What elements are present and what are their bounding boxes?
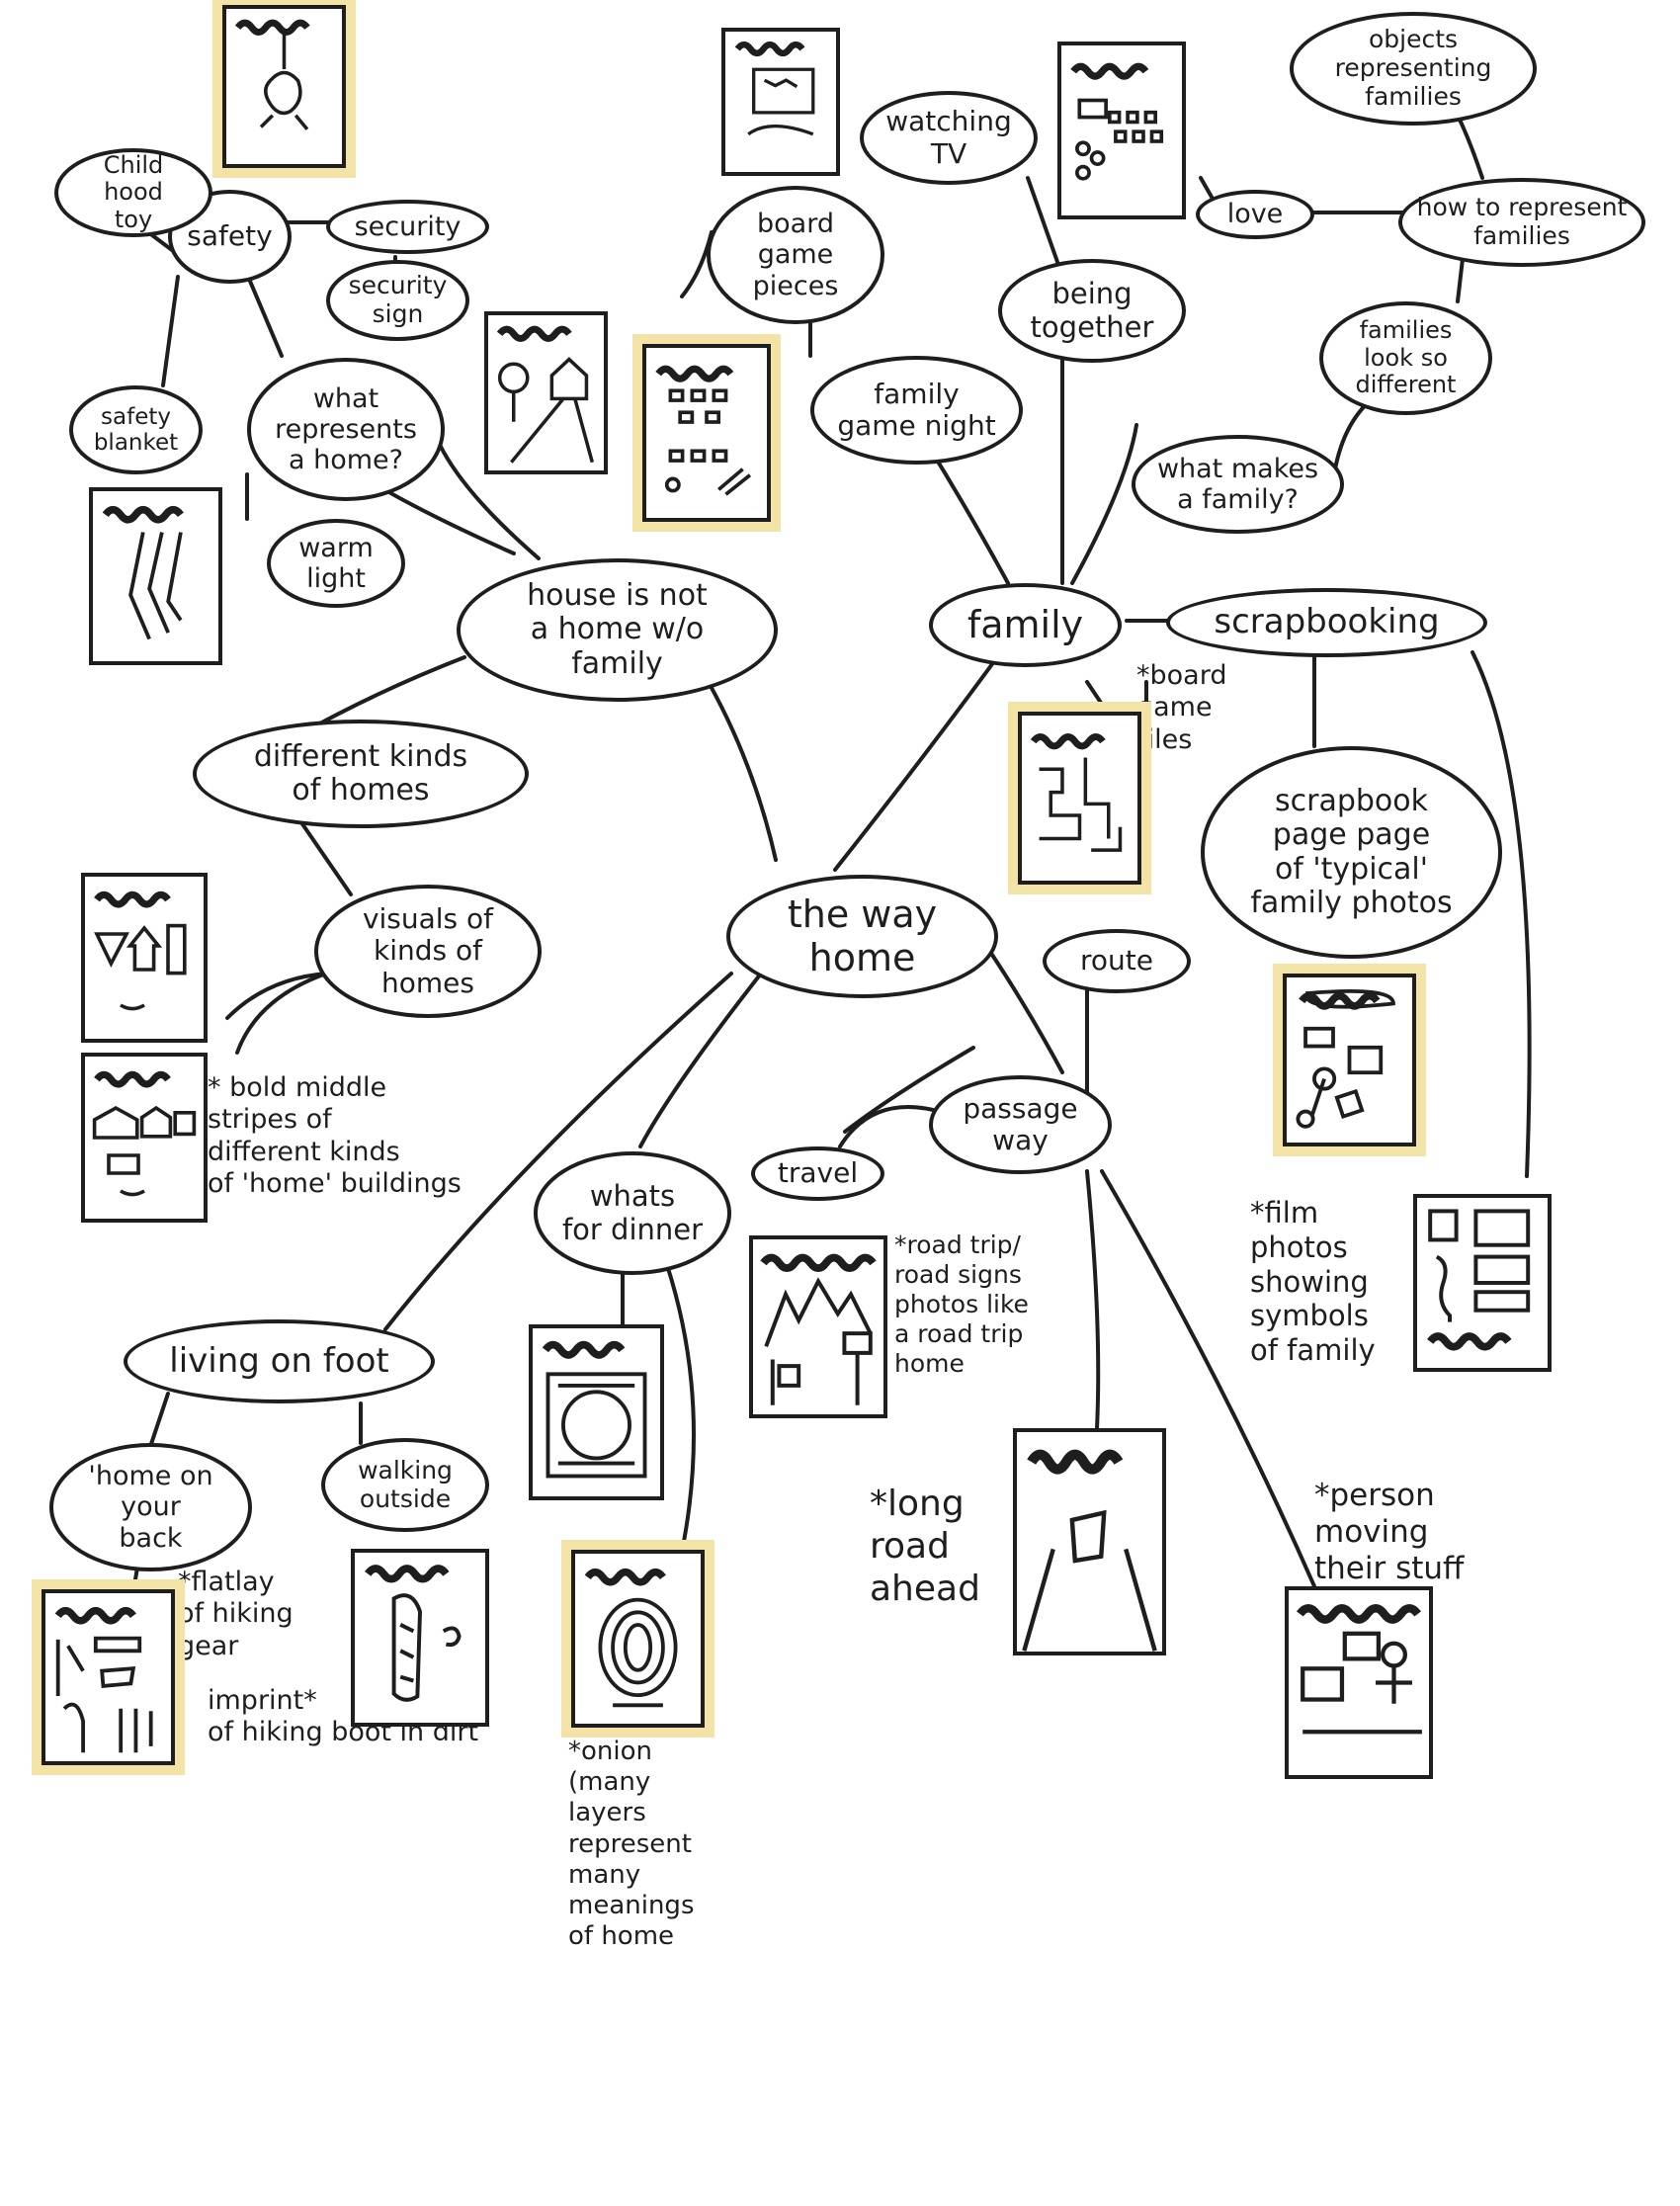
node-security: security [326, 200, 489, 254]
node-house-is-not-a-home: house is not a home w/o family [457, 558, 778, 702]
node-love: love [1196, 190, 1314, 239]
note-bold-middle-stripes: * bold middle stripes of different kinds… [208, 1072, 462, 1200]
sketch-board-game-tiles [1018, 712, 1141, 885]
node-families-look-so-different: families look so different [1319, 301, 1492, 415]
sketch-hiking-gear-flatlay [42, 1589, 175, 1765]
node-different-kinds-of-homes: different kinds of homes [193, 720, 529, 828]
node-travel: travel [751, 1146, 884, 1201]
sketch-hanging-toy [222, 5, 346, 168]
note-person-moving: *person moving their stuff [1314, 1478, 1465, 1587]
note-road-trip: *road trip/ road signs photos like a roa… [894, 1230, 1029, 1378]
node-childhood-toy: Child hood toy [54, 148, 212, 237]
node-whats-for-dinner: whats for dinner [534, 1151, 731, 1275]
node-home-on-your-back: 'home on your back [49, 1443, 252, 1571]
node-board-game-pieces: board game pieces [707, 186, 884, 324]
sketch-house-road [484, 311, 608, 474]
node-warm-light: warm light [267, 519, 405, 608]
node-family: family [929, 583, 1122, 667]
sketch-boot-imprint [351, 1549, 489, 1727]
note-imprint-hiking-boot: imprint* of hiking boot in dirt [208, 1685, 479, 1748]
note-board-game-tiles: *board game tiles [1136, 660, 1227, 755]
sketch-person-moving [1285, 1586, 1433, 1779]
node-living-on-foot: living on foot [124, 1319, 435, 1403]
node-passage-way: passage way [929, 1075, 1112, 1174]
sketch-road-trip [749, 1235, 887, 1418]
node-route: route [1043, 929, 1191, 993]
sketch-board-game-pieces [642, 344, 771, 522]
sketch-scrapbook-page [1283, 974, 1416, 1146]
node-the-way-home: the way home [726, 875, 998, 998]
node-walking-outside: walking outside [321, 1438, 489, 1532]
note-long-road-ahead: *long road ahead [870, 1484, 980, 1610]
node-safety: safety [168, 190, 292, 284]
node-security-sign: security sign [326, 260, 469, 341]
sketch-kinds-of-homes-1 [81, 873, 208, 1043]
node-scrapbooking: scrapbooking [1166, 588, 1487, 657]
note-flatlay-hiking-gear: *flatlay of hiking gear [178, 1567, 294, 1661]
sketch-framed-photo [721, 28, 840, 176]
sketch-blanket [89, 487, 222, 665]
sketch-onion [571, 1550, 705, 1728]
note-film-photos: *film photos showing symbols of family [1250, 1196, 1376, 1368]
sketch-plate-dinner [529, 1324, 664, 1500]
node-what-represents-a-home: what represents a home? [247, 358, 445, 501]
note-onion: *onion (many layers represent many meani… [568, 1737, 695, 1952]
sketch-film-photos [1413, 1194, 1552, 1372]
node-how-to-represent-families: how to represent families [1398, 178, 1645, 267]
sketch-family-objects [1057, 42, 1186, 219]
node-safety-blanket: safety blanket [69, 385, 203, 474]
node-watching-tv: watching TV [860, 91, 1038, 185]
node-being-together: being together [998, 259, 1186, 363]
node-visuals-of-kinds-of-homes: visuals of kinds of homes [314, 885, 542, 1018]
node-what-makes-a-family: what makes a family? [1132, 435, 1344, 534]
sketch-long-road [1013, 1428, 1166, 1655]
node-objects-representing-families: objects representing families [1290, 12, 1537, 126]
node-scrapbook-page: scrapbook page page of 'typical' family … [1201, 746, 1502, 959]
sketch-kinds-of-homes-2 [81, 1053, 208, 1223]
node-family-game-night: family game night [810, 356, 1023, 465]
